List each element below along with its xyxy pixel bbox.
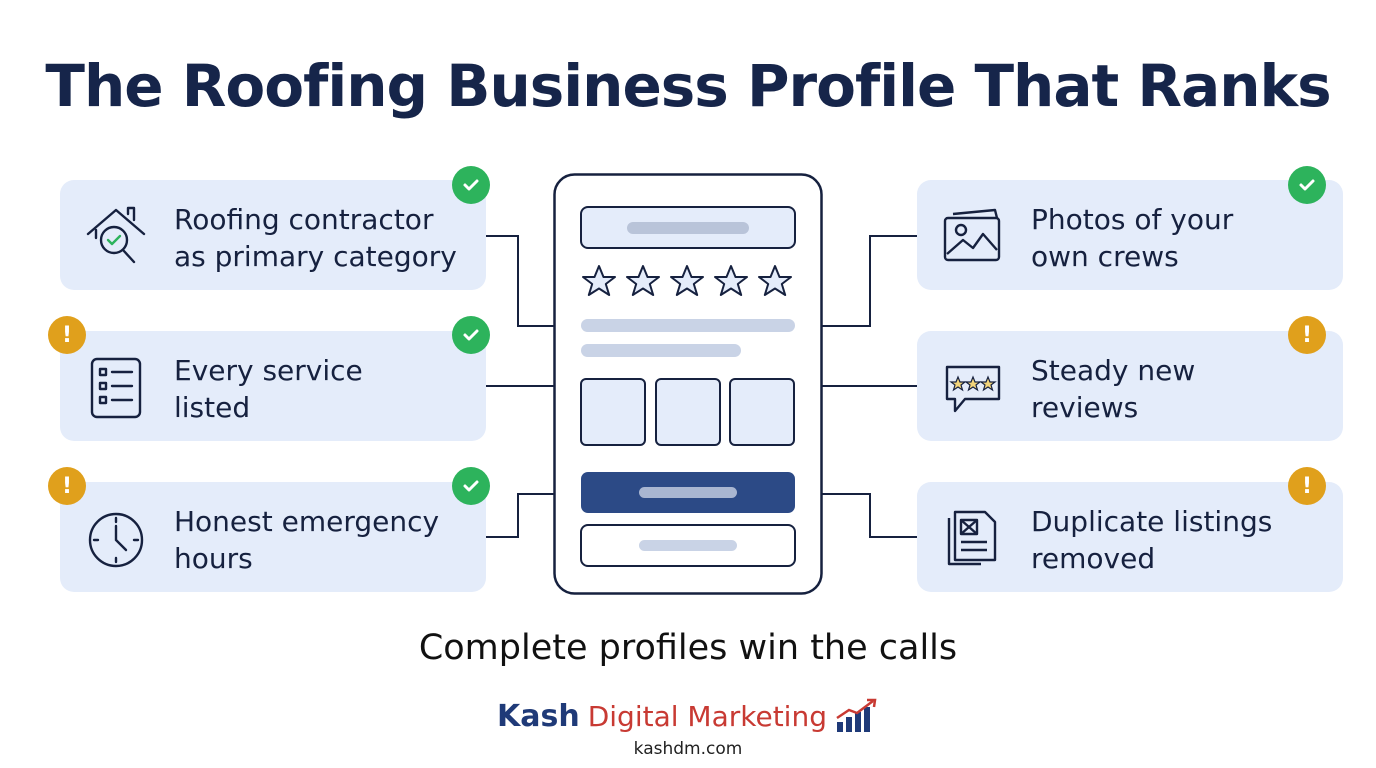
feature-card-services: Every service listed [60, 331, 486, 441]
feature-label: Honest emergency hours [174, 505, 440, 575]
growth-chart-icon [836, 698, 877, 732]
star-icon [582, 265, 616, 296]
photo-tile [580, 378, 646, 446]
review-bubble-icon [945, 365, 1001, 413]
star-icon [758, 265, 792, 296]
website-url: kashdm.com [633, 739, 743, 759]
feature-card-primary-category: Roofing contractor as primary category [60, 180, 486, 290]
warning-badge: ! [48, 467, 86, 505]
check-icon [463, 480, 479, 492]
feature-label: Photos of your own crews [1031, 203, 1234, 273]
connector-line [485, 235, 554, 327]
connector-line [485, 493, 554, 538]
feature-label: Steady new reviews [1031, 354, 1196, 424]
warning-badge: ! [1288, 316, 1326, 354]
check-icon [1299, 179, 1315, 191]
feature-label: Roofing contractor as primary category [174, 203, 457, 273]
warning-badge: ! [1288, 467, 1326, 505]
tagline: Complete profiles win the calls [418, 628, 958, 668]
text-placeholder [581, 319, 795, 332]
connector-line [821, 235, 918, 327]
photo-tile [655, 378, 721, 446]
photos-icon [943, 208, 1001, 262]
check-badge [1288, 166, 1326, 204]
star-icon [714, 265, 748, 296]
brand-name-part1: Kash [497, 698, 580, 734]
feature-card-reviews: Steady new reviews [917, 331, 1343, 441]
feature-label: Duplicate listings removed [1031, 505, 1273, 575]
warning-badge: ! [48, 316, 86, 354]
star-icon [670, 265, 704, 296]
check-badge [452, 316, 490, 354]
rating-stars [582, 265, 792, 296]
clock-icon [88, 512, 144, 568]
feature-card-duplicates: Duplicate listings removed [917, 482, 1343, 592]
house-search-icon [86, 206, 146, 264]
profile-phone-mockup [553, 173, 823, 595]
feature-card-emergency-hours: Honest emergency hours [60, 482, 486, 592]
feature-label: Every service listed [174, 354, 363, 424]
check-icon [463, 179, 479, 191]
check-badge [452, 467, 490, 505]
check-icon [463, 329, 479, 341]
star-icon [626, 265, 660, 296]
duplicate-document-icon [947, 510, 997, 566]
checklist-icon [90, 357, 142, 419]
text-placeholder [581, 344, 741, 357]
brand-name-part2: Digital Marketing [587, 699, 827, 733]
photo-tile [729, 378, 795, 446]
page-title: The Roofing Business Profile That Ranks [45, 52, 1331, 120]
check-badge [452, 166, 490, 204]
brand-logo: Kash Digital Marketing [0, 698, 1376, 734]
connector-line [821, 493, 918, 538]
feature-card-crew-photos: Photos of your own crews [917, 180, 1343, 290]
